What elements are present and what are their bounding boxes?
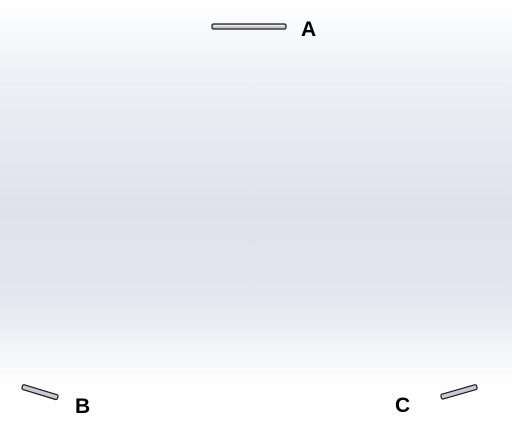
part-b-label: B [75, 395, 90, 418]
part-a[interactable]: A [211, 18, 316, 41]
part-c-label: C [395, 394, 410, 417]
part-b-bar[interactable] [21, 384, 59, 401]
part-c-bar[interactable] [440, 384, 478, 400]
part-c[interactable]: C [395, 384, 478, 417]
part-b[interactable]: B [21, 384, 91, 418]
part-a-label: A [301, 18, 316, 41]
part-a-bar[interactable] [211, 23, 287, 30]
